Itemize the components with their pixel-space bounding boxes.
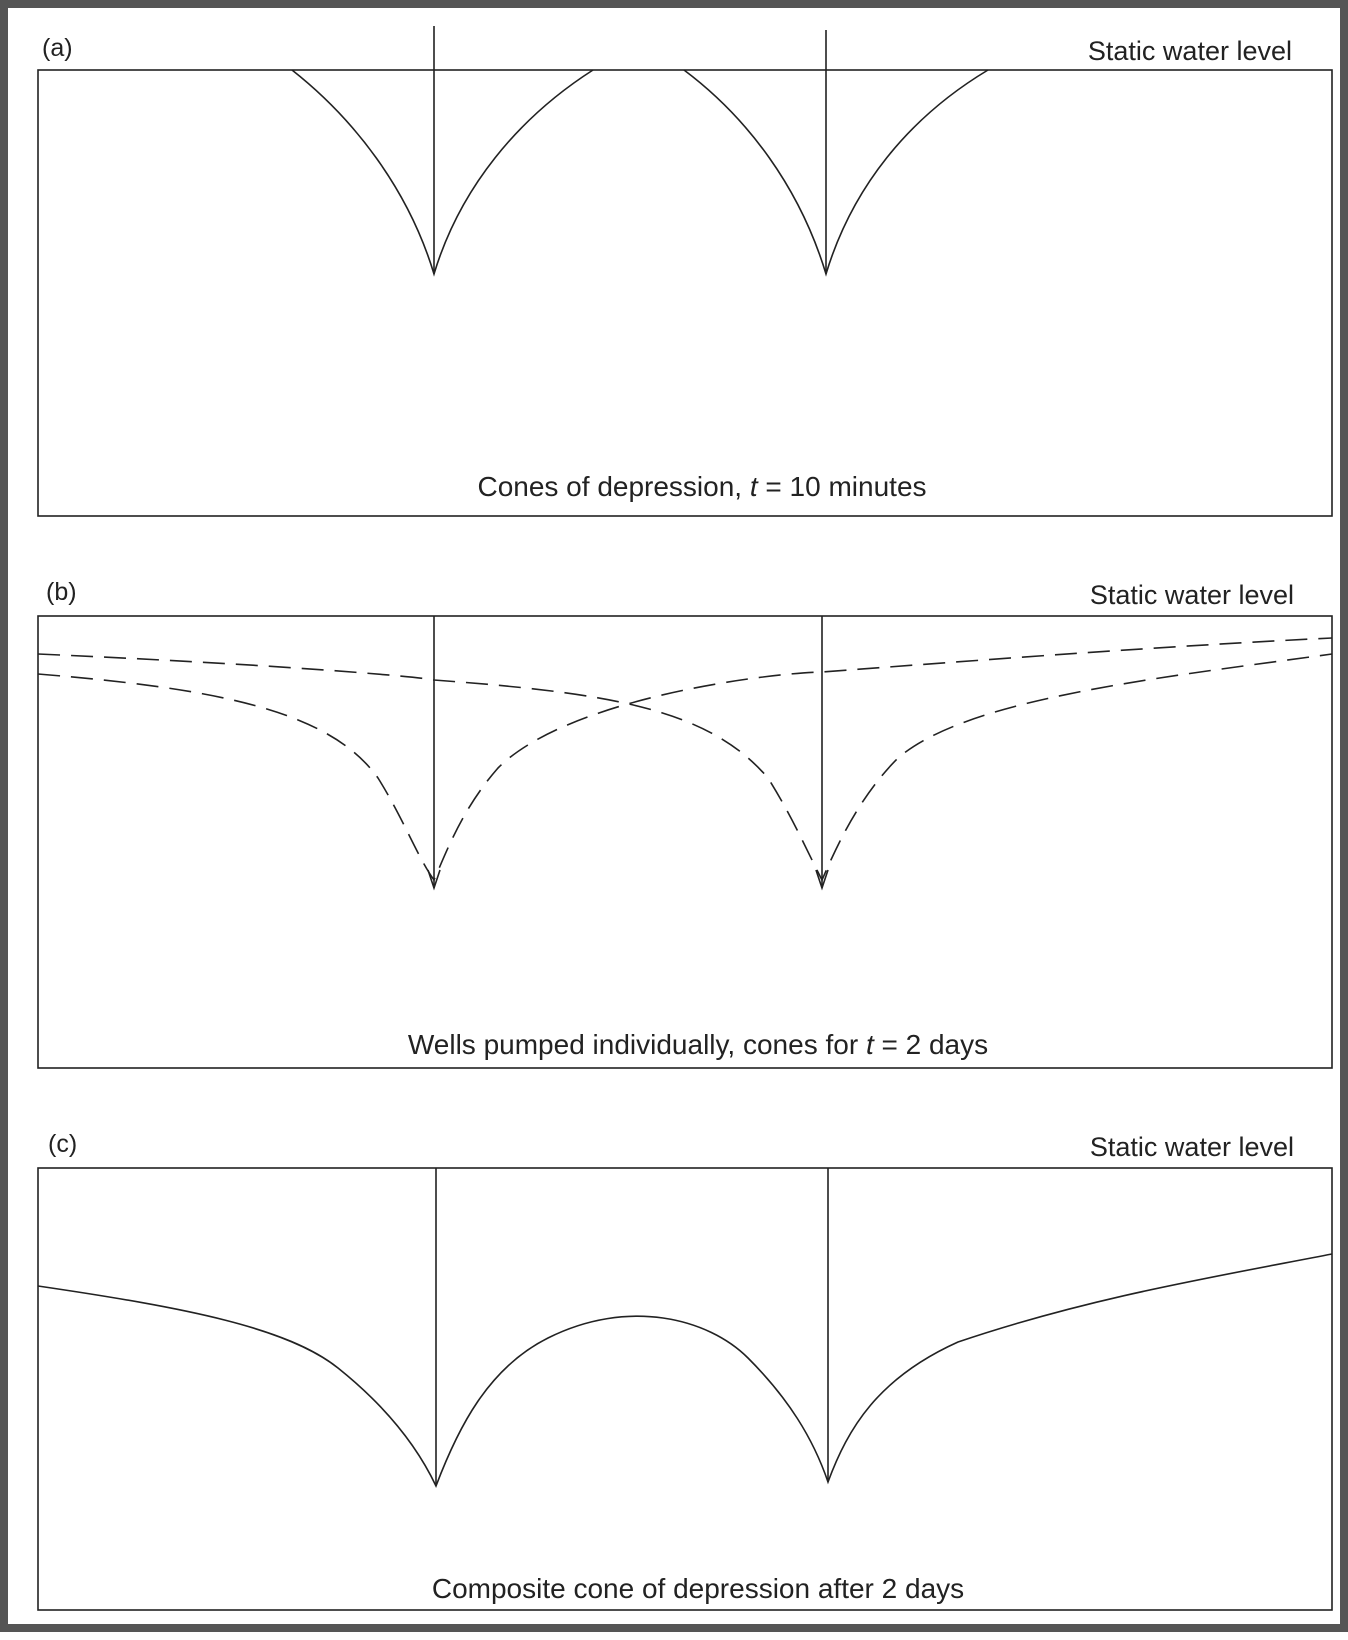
panel-c-caption-text: Composite cone of depression after 2 day…: [432, 1573, 964, 1604]
panel-a-caption: Cones of depression, t = 10 minutes: [477, 471, 926, 502]
panel-b: (b) Static water level Wells pumped indi…: [37, 578, 1333, 1069]
panel-c-composite-cone: [37, 1253, 1333, 1489]
panel-a-letter: (a): [42, 34, 73, 62]
panel-b-static-water-level-label: Static water level: [1090, 580, 1294, 610]
panel-b-cone-well-1: [37, 637, 1333, 882]
panel-a: (a) Static water level Cones of depressi…: [37, 26, 1333, 517]
panel-a-cone-2: [683, 69, 989, 277]
panel-b-well-2-tip: [815, 869, 829, 891]
panel-a-caption-text: Cones of depression,: [477, 471, 749, 502]
panel-c-caption: Composite cone of depression after 2 day…: [432, 1573, 964, 1604]
panel-a-cone-1: [291, 69, 594, 277]
panel-c: (c) Static water level Composite cone of…: [37, 1130, 1333, 1611]
panel-b-caption-text: Wells pumped individually, cones for: [408, 1029, 866, 1060]
panel-b-box: [37, 615, 1333, 1069]
panel-a-caption-value: = 10 minutes: [758, 471, 927, 502]
panel-b-letter: (b): [46, 578, 77, 606]
panel-b-caption-value: = 2 days: [874, 1029, 988, 1060]
panel-a-box: [37, 69, 1333, 517]
panel-b-well-1-tip: [427, 869, 441, 891]
panel-b-caption: Wells pumped individually, cones for t =…: [408, 1029, 988, 1060]
panel-c-static-water-level-label: Static water level: [1090, 1132, 1294, 1162]
panel-c-letter: (c): [48, 1130, 77, 1158]
panel-b-caption-variable: t: [866, 1029, 875, 1060]
panel-b-cone-well-2: [37, 653, 1333, 882]
panel-a-static-water-level-label: Static water level: [1088, 36, 1292, 66]
panel-c-box: [37, 1167, 1333, 1611]
cone-of-depression-diagram: (a) Static water level Cones of depressi…: [37, 26, 1333, 1611]
panel-a-caption-variable: t: [750, 471, 759, 502]
